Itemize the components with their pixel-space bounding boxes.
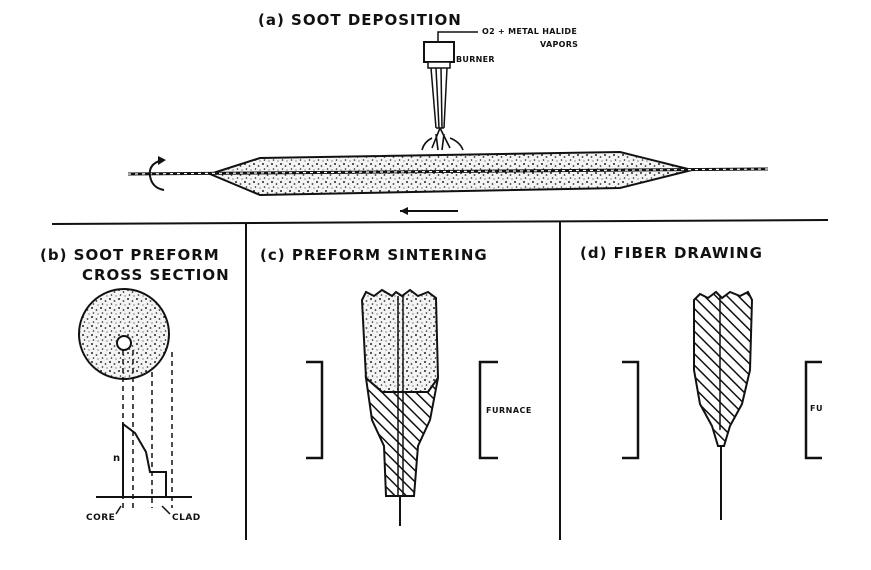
glass-preform-drawn [693, 290, 754, 447]
soot-preform-upper [360, 288, 440, 393]
panel-d-fiber-drawing [622, 290, 822, 520]
feed-label-2: VAPORS [540, 40, 579, 49]
burner-body [427, 61, 451, 69]
index-axis-label: n [113, 453, 122, 464]
core-label: CORE [86, 513, 116, 523]
panel-b-title-line2: CROSS SECTION [82, 266, 230, 284]
projection-lines [122, 350, 173, 508]
furnace-right-bracket-d [804, 360, 822, 460]
clad-label: CLAD [172, 513, 201, 523]
burner-label: BURNER [456, 55, 495, 64]
feed-label: O2 + METAL HALIDE [482, 27, 578, 36]
burner-tubes [430, 67, 448, 129]
flame [421, 127, 464, 151]
furnace-right-bracket [478, 360, 498, 460]
panel-a-title: (a) SOOT DEPOSITION [258, 11, 462, 29]
feed-line [437, 31, 478, 42]
panel-b-title-line1: (b) SOOT PREFORM [40, 246, 220, 264]
furnace-label-d: FU [810, 404, 823, 413]
core-circle [116, 335, 132, 351]
burner-head [423, 41, 455, 63]
furnace-left-bracket [306, 360, 324, 460]
panel-dividers [51, 219, 829, 540]
preform-cross-section [78, 288, 170, 380]
sintered-glass-lower [364, 375, 439, 497]
panel-c-preform-sintering [306, 288, 498, 526]
panel-b-cross-section [78, 288, 192, 515]
index-profile [96, 422, 192, 498]
core-clad-arrows [115, 505, 171, 515]
furnace-left-bracket-d [622, 360, 640, 460]
panel-d-title: (d) FIBER DRAWING [580, 244, 763, 262]
panel-c-title: (c) PREFORM SINTERING [260, 246, 488, 264]
furnace-label-c: FURNACE [486, 406, 532, 415]
panel-a-soot-deposition [127, 31, 769, 215]
rotation-arrow-icon [148, 159, 165, 191]
